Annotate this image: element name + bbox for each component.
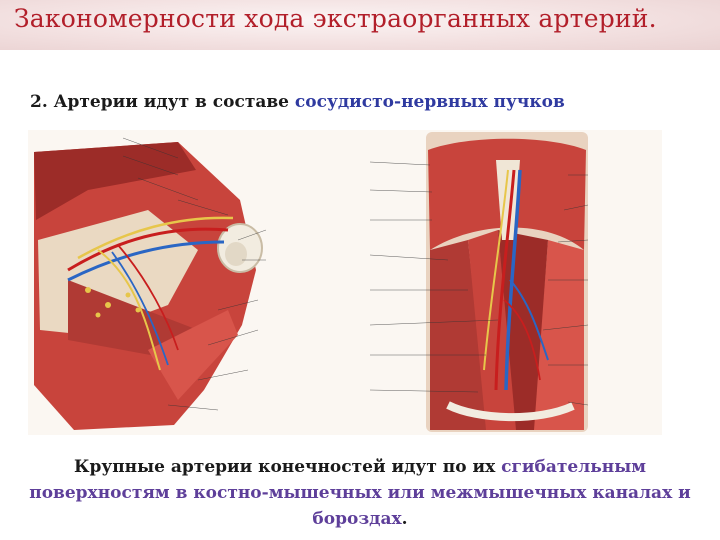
page-title: Закономерности хода экстраорганных артер…: [14, 4, 657, 33]
caption-end: .: [401, 509, 408, 529]
subtitle-highlight: сосудисто-нервных пучков: [294, 92, 565, 112]
caption: Крупные артерии конечностей идут по их с…: [14, 454, 706, 532]
caption-part1: Крупные артерии конечностей идут по их: [74, 457, 502, 477]
caption-part2: в: [169, 483, 194, 503]
thigh-femoral-canal-dissection: [369, 132, 589, 432]
title-band: [0, 0, 720, 50]
caption-highlight-flexor-surfaces: сгибательным поверхностям: [29, 457, 646, 503]
subtitle: 2. Артерии идут в составе сосудисто-нерв…: [30, 92, 565, 112]
caption-highlight-canals: костно-мышечных или межмышечных каналах …: [193, 483, 691, 529]
subtitle-prefix: 2. Артерии идут в составе: [30, 92, 295, 112]
anatomy-figure: [28, 130, 662, 435]
axillary-region-dissection: [34, 137, 267, 430]
